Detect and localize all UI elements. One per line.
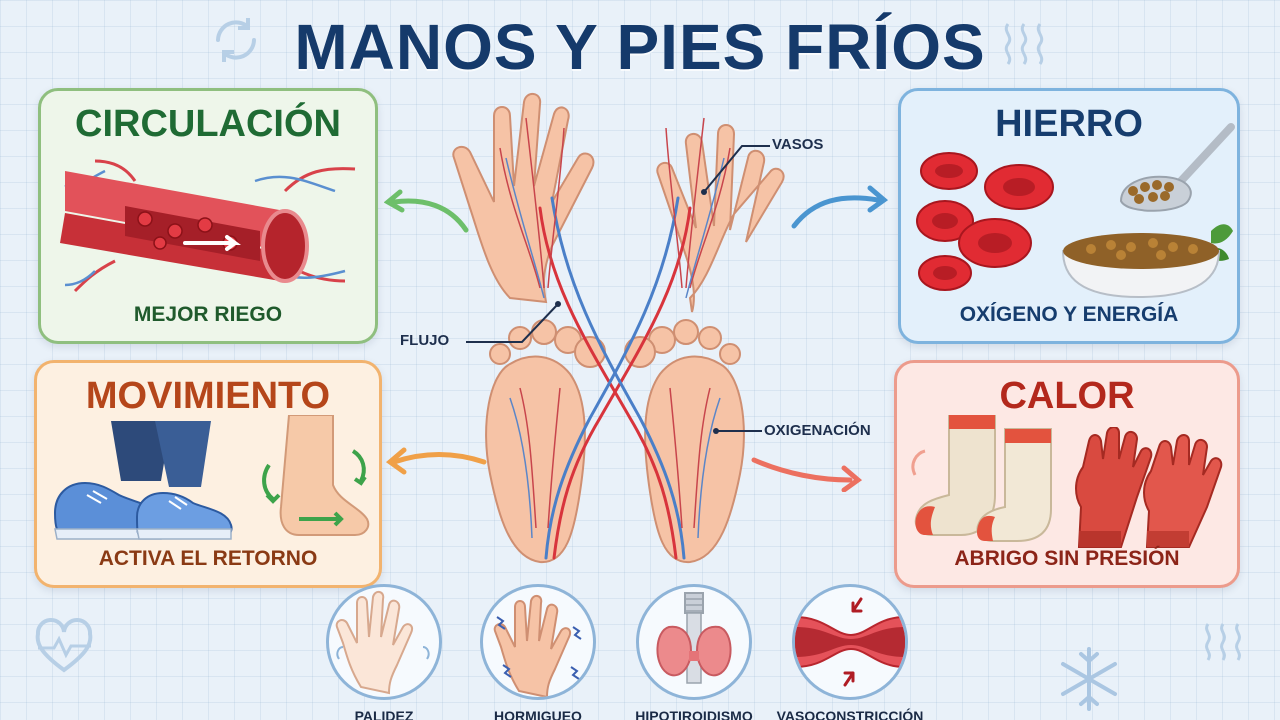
arrow-to-movimiento xyxy=(385,447,487,475)
right-hand-icon xyxy=(656,124,785,313)
arrow-to-circulacion xyxy=(384,189,469,233)
card-movimiento: MOVIMIENTO ACTIVA EL RETORNO xyxy=(34,360,382,588)
hands-feet-illustration xyxy=(452,93,785,564)
heart-pulse-icon xyxy=(35,618,93,673)
narrowed-vessel-icon xyxy=(795,597,905,687)
callout-oxigenacion: OXIGENACIÓN xyxy=(764,422,871,439)
card-hierro: HIERRO OXÍGENO Y ENERGÍA xyxy=(898,88,1240,344)
callout-line-flujo xyxy=(466,301,561,343)
card-calor: CALOR ABRIGO SIN PRESIÓN xyxy=(894,360,1240,588)
heat-waves-icon xyxy=(1004,23,1044,65)
left-foot-icon xyxy=(485,319,606,564)
card-hierro-subtitle: OXÍGENO Y ENERGÍA xyxy=(959,303,1179,326)
blood-vessel-icon xyxy=(60,159,356,293)
symptom-vasoconstriccion-label: VASOCONSTRICCIÓN xyxy=(776,708,924,720)
lentils-bowl-icon xyxy=(1061,123,1235,299)
symptom-hipotiroidismo-label: HIPOTIROIDISMO xyxy=(635,708,753,720)
callout-line-oxigenacion xyxy=(713,428,762,434)
socks-icon xyxy=(911,415,1052,542)
symptom-vasoconstriccion: VASOCONSTRICCIÓN xyxy=(777,584,923,720)
tingling-hand-icon xyxy=(493,595,582,697)
arrow-to-hierro xyxy=(791,185,889,229)
pale-hand-icon xyxy=(335,591,430,695)
sneakers-icon xyxy=(53,421,233,540)
card-movimiento-subtitle: ACTIVA EL RETORNO xyxy=(98,547,318,570)
card-circulacion-title: CIRCULACIÓN xyxy=(75,103,341,145)
callout-vasos: VASOS xyxy=(772,136,824,153)
page-title: MANOS Y PIES FRÍOS xyxy=(294,11,986,83)
card-calor-title: CALOR xyxy=(999,375,1135,417)
left-hand-icon xyxy=(452,93,595,304)
symptom-hormigueo-label: HORMIGUEO xyxy=(494,708,582,720)
gloves-icon xyxy=(1075,427,1223,548)
red-blood-cells-icon xyxy=(916,152,1054,291)
callout-line-vasos xyxy=(701,145,770,195)
symptom-hipotiroidismo: HIPOTIROIDISMO xyxy=(635,584,753,720)
card-circulacion-subtitle: MEJOR RIEGO xyxy=(133,303,283,326)
heat-waves-icon-2 xyxy=(1205,623,1241,661)
arrow-to-calor xyxy=(751,457,863,492)
refresh-icon xyxy=(216,18,256,62)
symptom-palidez: PALIDEZ xyxy=(326,584,442,720)
right-foot-icon xyxy=(624,319,745,564)
card-movimiento-title: MOVIMIENTO xyxy=(85,375,331,417)
symptom-palidez-label: PALIDEZ xyxy=(354,708,414,720)
callout-flujo: FLUJO xyxy=(400,332,450,349)
thyroid-icon xyxy=(656,592,732,684)
snowflake-icon xyxy=(1061,647,1117,711)
card-calor-subtitle: ABRIGO SIN PRESIÓN xyxy=(954,547,1180,570)
card-circulacion: CIRCULACIÓN MEJOR RIEGO xyxy=(38,88,378,344)
symptom-hormigueo: HORMIGUEO xyxy=(480,584,596,720)
card-hierro-title: HIERRO xyxy=(995,103,1143,145)
foot-rotation-icon xyxy=(262,415,370,536)
